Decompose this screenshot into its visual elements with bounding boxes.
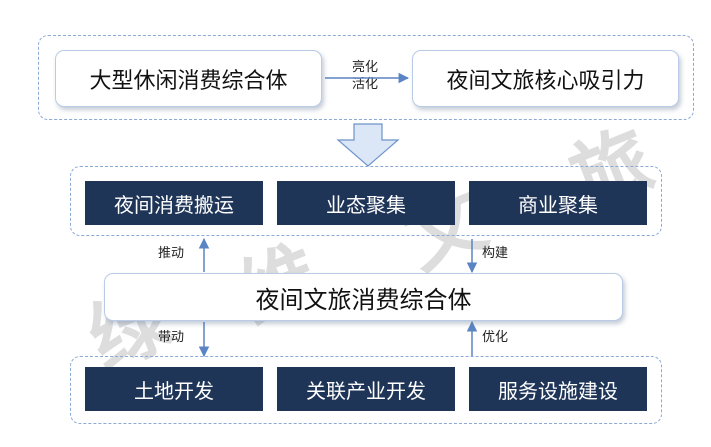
- business-format-box: 业态聚集: [277, 181, 455, 225]
- leisure-complex-label: 大型休闲消费综合体: [89, 68, 288, 94]
- optimize-label: 优化: [482, 330, 509, 345]
- middle-group-frame: [70, 166, 662, 236]
- night-tourism-complex-label: 夜间文旅消费综合体: [255, 285, 472, 314]
- core-attraction-label: 夜间文旅核心吸引力: [446, 68, 645, 94]
- night-consumption-label: 夜间消费搬运: [114, 192, 234, 217]
- service-facilities-box: 服务设施建设: [469, 367, 647, 411]
- push-label: 推动: [158, 246, 185, 261]
- build-label: 构建: [482, 246, 509, 261]
- lighting-label: 亮化: [352, 60, 379, 75]
- land-development-box: 土地开发: [85, 367, 263, 411]
- commercial-cluster-label: 商业聚集: [518, 192, 598, 217]
- core-attraction-box: 夜间文旅核心吸引力: [412, 50, 679, 107]
- land-development-label: 土地开发: [134, 378, 214, 403]
- top-group-frame: [38, 35, 694, 120]
- leisure-complex-box: 大型休闲消费综合体: [55, 50, 322, 107]
- business-format-label: 业态聚集: [326, 192, 406, 217]
- drive-label: 带动: [158, 330, 185, 345]
- night-consumption-box: 夜间消费搬运: [85, 181, 263, 225]
- activation-label: 活化: [352, 77, 379, 92]
- related-industry-label: 关联产业开发: [306, 378, 426, 403]
- down-block-arrow: [336, 123, 400, 167]
- night-tourism-complex-box: 夜间文旅消费综合体: [104, 273, 623, 321]
- bottom-group-frame: [70, 356, 662, 424]
- service-facilities-label: 服务设施建设: [498, 378, 618, 403]
- related-industry-box: 关联产业开发: [277, 367, 455, 411]
- commercial-cluster-box: 商业聚集: [469, 181, 647, 225]
